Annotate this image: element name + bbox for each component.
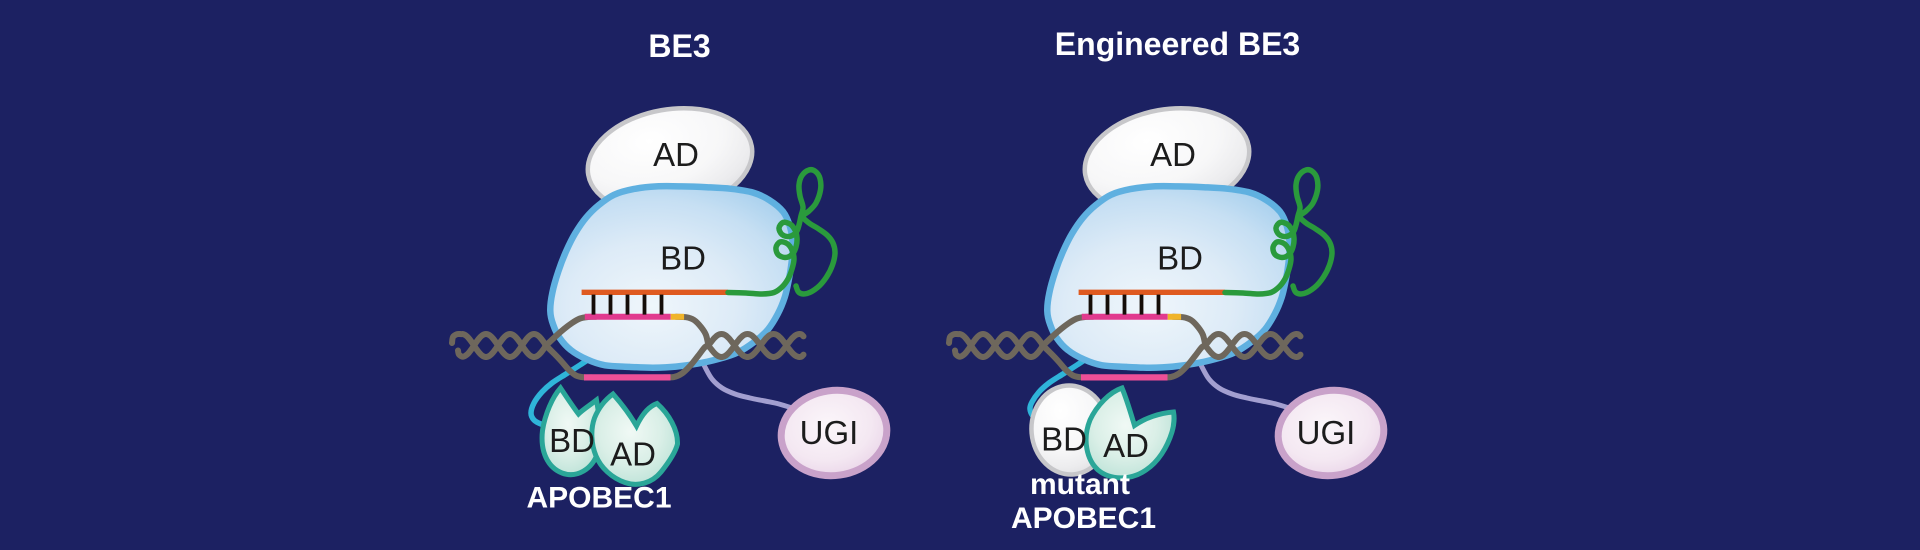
svg-text:BD: BD xyxy=(1041,421,1087,458)
svg-text:UGI: UGI xyxy=(1297,414,1356,451)
svg-text:BD: BD xyxy=(549,422,595,459)
svg-text:AD: AD xyxy=(1103,427,1149,464)
svg-text:UGI: UGI xyxy=(800,414,859,451)
svg-text:AD: AD xyxy=(1150,136,1196,173)
svg-text:BD: BD xyxy=(660,240,706,277)
svg-text:APOBEC1: APOBEC1 xyxy=(526,482,671,515)
svg-text:BE3: BE3 xyxy=(648,28,710,64)
svg-text:APOBEC1: APOBEC1 xyxy=(1011,502,1156,535)
svg-text:AD: AD xyxy=(653,136,699,173)
svg-text:BD: BD xyxy=(1157,240,1203,277)
svg-text:mutant: mutant xyxy=(1030,468,1130,501)
svg-text:AD: AD xyxy=(610,436,656,473)
svg-text:Engineered BE3: Engineered BE3 xyxy=(1055,26,1300,62)
